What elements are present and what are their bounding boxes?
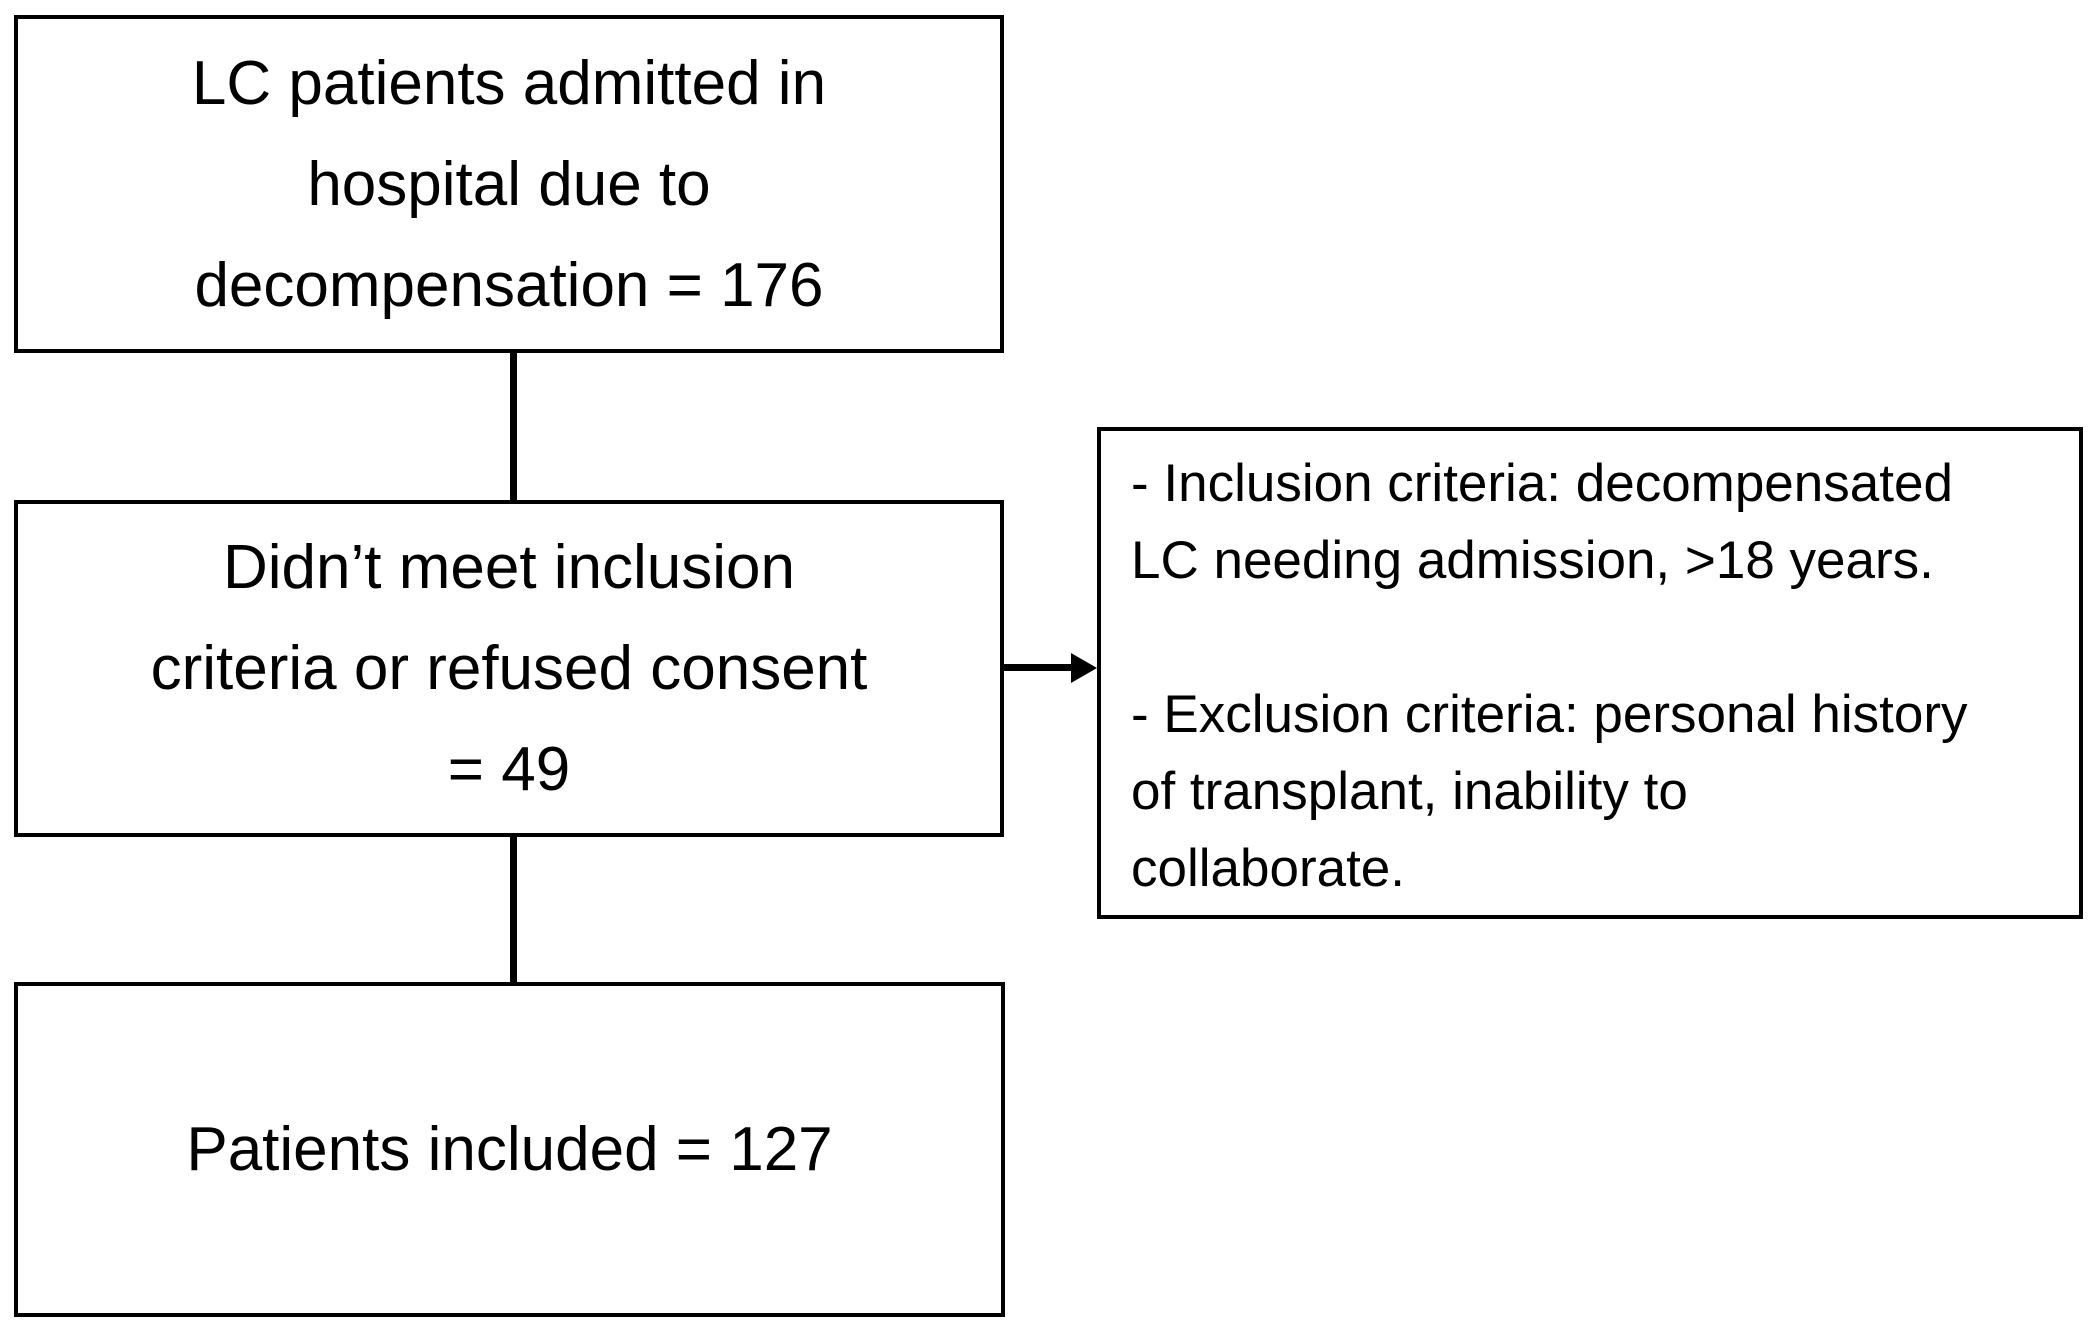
- connector-excluded-to-included: [510, 837, 517, 983]
- flow-box-excluded-patients: Didn’t meet inclusion criteria or refuse…: [14, 500, 1004, 837]
- flow-box-included-patients: Patients included = 127: [14, 982, 1005, 1317]
- flow-box-admitted-patients: LC patients admitted in hospital due to …: [14, 15, 1004, 353]
- criteria-note-label: - Inclusion criteria: decompensated LC n…: [1131, 454, 1968, 898]
- arrow-to-criteria-line: [1004, 664, 1078, 671]
- admitted-patients-label: LC patients admitted in hospital due to …: [191, 48, 827, 320]
- excluded-patients-label: Didn’t meet inclusion criteria or refuse…: [150, 533, 868, 804]
- connector-admitted-to-excluded: [510, 353, 517, 500]
- included-patients-label: Patients included = 127: [186, 1115, 833, 1184]
- flow-box-criteria-note: - Inclusion criteria: decompensated LC n…: [1097, 427, 2083, 919]
- arrowhead-icon: [1071, 653, 1097, 683]
